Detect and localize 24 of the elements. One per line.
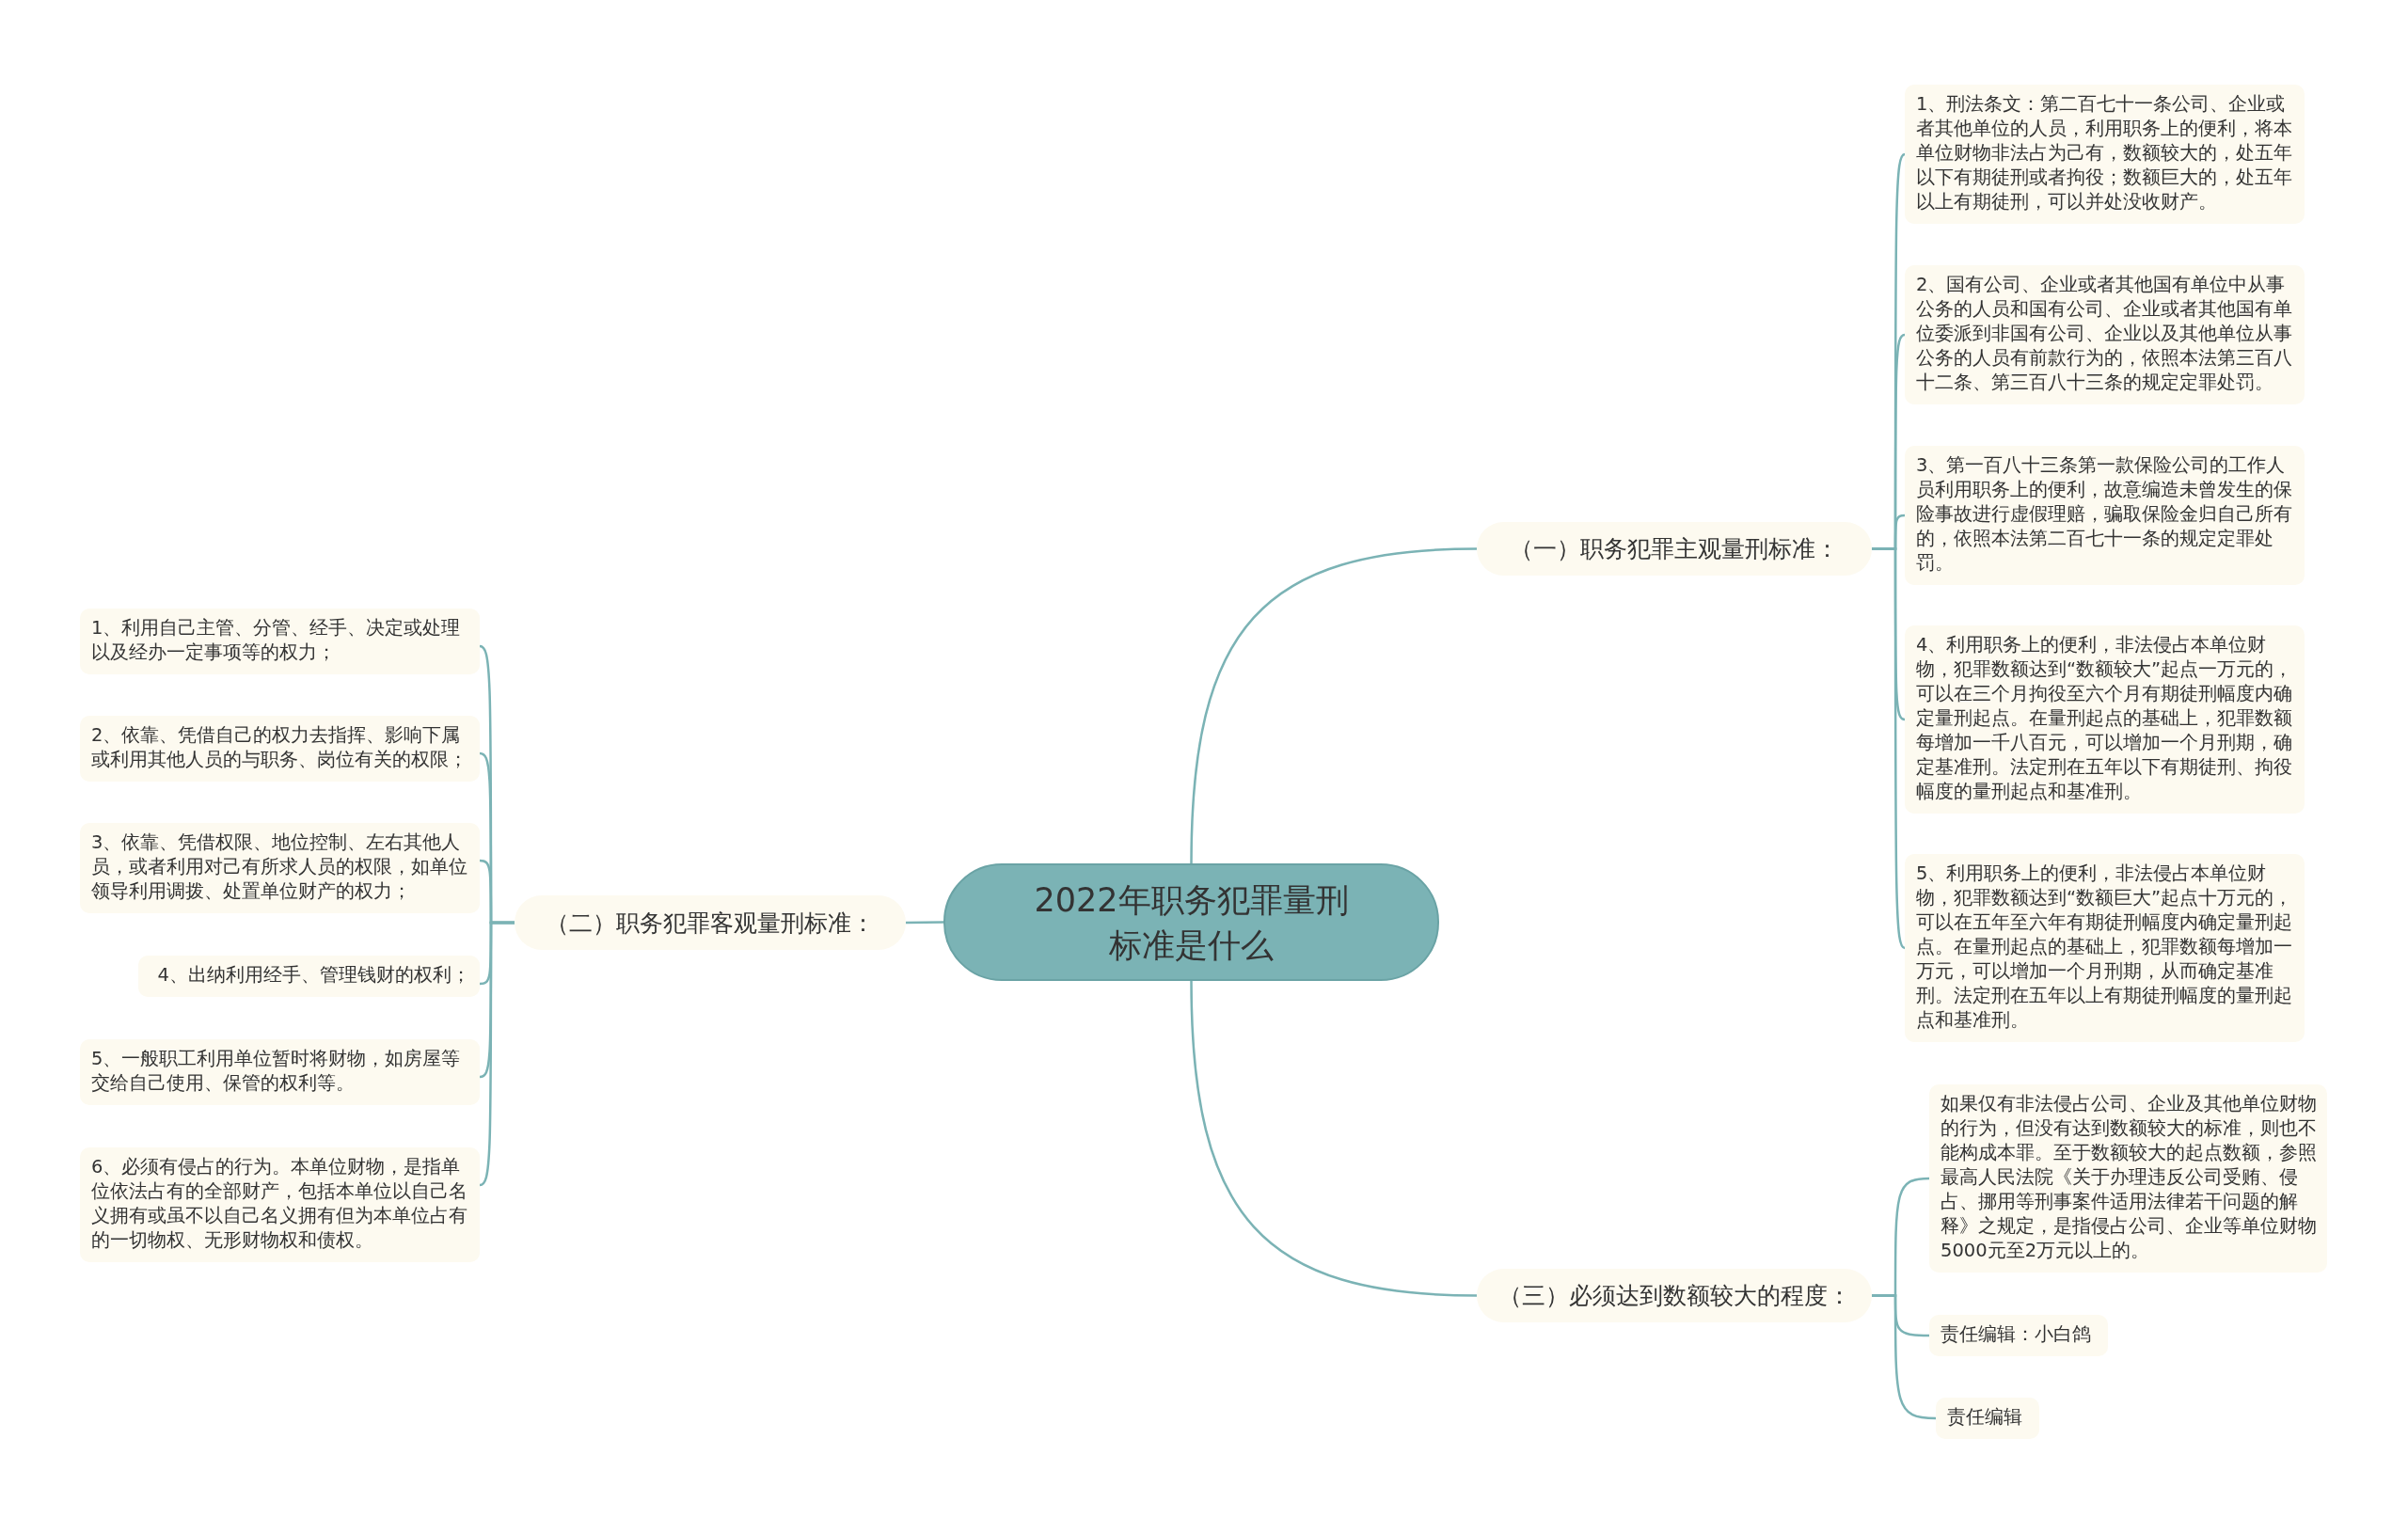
note-box: 责任编辑：小白鸽 <box>1929 1315 2108 1356</box>
note-box: 5、一般职工利用单位暂时将财物，如房屋等交给自己使用、保管的权利等。 <box>80 1039 480 1105</box>
topic-box: （三）必须达到数额较大的程度： <box>1477 1269 1872 1322</box>
topic-box: （二）职务犯罪客观量刑标准： <box>515 895 906 950</box>
note-box: 如果仅有非法侵占公司、企业及其他单位财物的行为，但没有达到数额较大的标准，则也不能构成本罪。至于数额较大的起点数额，参照最高人民法院《关于办理违反公司受贿、侵占、挪用等刑事案件适用法律若干问题的解释》之规定，是指侵占公司、企业等单位财物5000元至2万元以上的。 <box>1929 1084 2327 1273</box>
connector-line <box>479 921 515 1187</box>
note-box: 3、第一百八十三条第一款保险公司的工作人员利用职务上的便利，故意编造未曾发生的保险事故进行虚假理赔，骗取保险金归自己所有的，依照本法第二百七十一条的规定定罪处罚。 <box>1905 446 2305 585</box>
note-box: 6、必须有侵占的行为。本单位财物，是指单位依法占有的全部财产，包括本单位以自己名义拥有或虽不以自己名义拥有但为本单位占有的一切物权、无形财物权和债权。 <box>80 1147 480 1262</box>
note-box: 1、利用自己主管、分管、经手、决定或处理以及经办一定事项等的权力； <box>80 609 480 674</box>
connector-line <box>1872 1294 1937 1420</box>
connector-line <box>1190 980 1478 1297</box>
note-box: 2、国有公司、企业或者其他国有单位中从事公务的人员和国有公司、企业或者其他国有单位委派到非国有公司、企业以及其他单位从事公务的人员有前款行为的，依照本法第三百八十二条、第三百八十三条的规定定罪处罚。 <box>1905 265 2305 404</box>
connector-line <box>1190 547 1478 864</box>
note-box: 责任编辑 <box>1936 1398 2039 1439</box>
topic-box: （一）职务犯罪主观量刑标准： <box>1477 522 1872 576</box>
note-box: 1、刑法条文：第二百七十一条公司、企业或者其他单位的人员，利用职务上的便利，将本单位财物非法占为己有，数额较大的，处五年以下有期徒刑或者拘役；数额巨大的，处五年以上有期徒刑，可以并处没收财产。 <box>1905 85 2305 224</box>
connector-line <box>906 921 943 925</box>
note-box: 2、依靠、凭借自己的权力去指挥、影响下属或利用其他人员的与职务、岗位有关的权限； <box>80 716 480 782</box>
connector-line <box>1872 547 1906 949</box>
note-box: 5、利用职务上的便利，非法侵占本单位财物，犯罪数额达到“数额巨大”起点十万元的，可以在五年至六年有期徒刑幅度内确定量刑起点。在量刑起点的基础上，犯罪数额每增加一万元，可以增加一个月刑期，从而确定基准刑。法定刑在五年以上有期徒刑幅度的量刑起点和基准刑。 <box>1905 854 2305 1042</box>
note-box: 4、利用职务上的便利，非法侵占本单位财物，犯罪数额达到“数额较大”起点一万元的，可以在三个月拘役至六个月有期徒刑幅度内确定量刑起点。在量刑起点的基础上，犯罪数额每增加一千八百元，可以增加一个月刑期，确定基准刑。法定刑在五年以下有期徒刑、拘役幅度的量刑起点和基准刑。 <box>1905 625 2305 814</box>
note-box: 4、出纳利用经手、管理钱财的权利； <box>138 956 480 997</box>
central-topic: 2022年职务犯罪量刑标准是什么 <box>943 863 1439 981</box>
note-box: 3、依靠、凭借权限、地位控制、左右其他人员，或者利用对己有所求人员的权限，如单位领导利用调拨、处置单位财产的权力； <box>80 823 480 913</box>
